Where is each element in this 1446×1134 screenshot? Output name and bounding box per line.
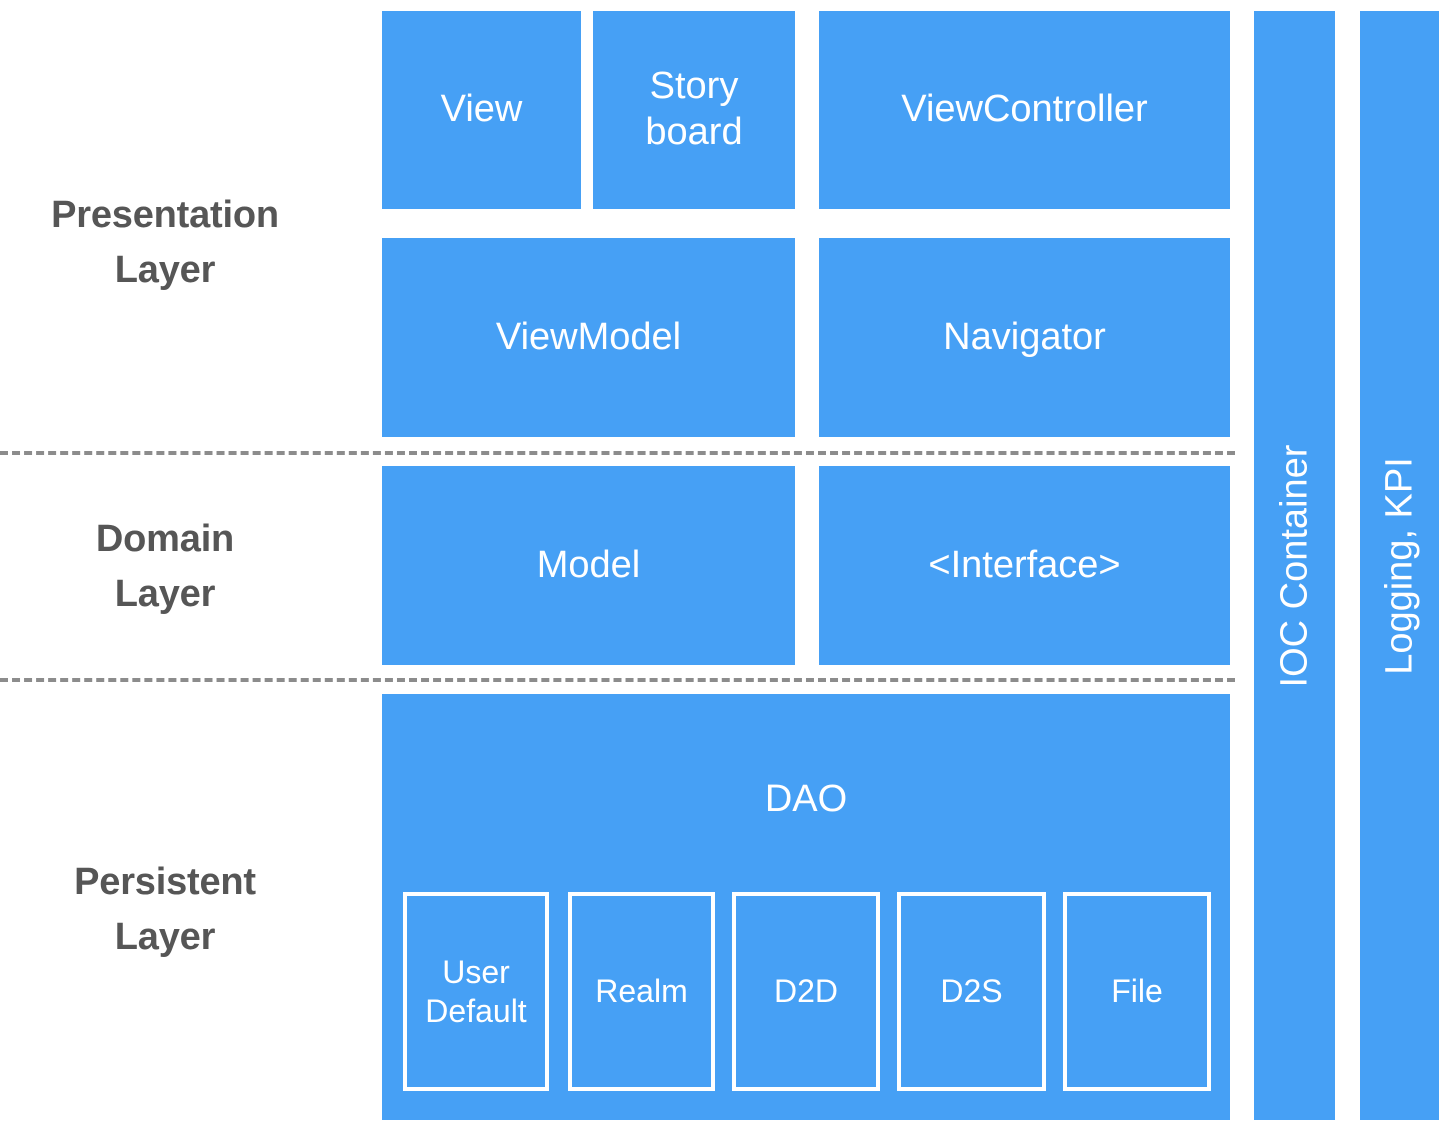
store-d2d[interactable]: D2D: [732, 892, 880, 1091]
component-model[interactable]: Model: [382, 466, 795, 665]
cross-cutting-ioc-container-label: IOC Container: [1273, 444, 1315, 687]
store-d2s[interactable]: D2S: [897, 892, 1046, 1091]
dao-title: DAO: [764, 778, 848, 820]
store-file[interactable]: File: [1063, 892, 1211, 1091]
cross-cutting-logging-kpi-label: Logging, KPI: [1378, 456, 1420, 675]
component-storyboard[interactable]: Story board: [593, 11, 795, 209]
divider-domain-persistent: [0, 678, 1235, 682]
component-navigator[interactable]: Navigator: [819, 238, 1230, 437]
store-user-default[interactable]: User Default: [403, 892, 549, 1091]
divider-presentation-domain: [0, 451, 1235, 455]
cross-cutting-ioc-container[interactable]: IOC Container: [1254, 11, 1335, 1120]
cross-cutting-logging-kpi[interactable]: Logging, KPI: [1360, 11, 1439, 1120]
component-view[interactable]: View: [382, 11, 581, 209]
component-interface[interactable]: <Interface>: [819, 466, 1230, 665]
layer-label-persistent: Persistent Layer: [74, 861, 256, 959]
store-realm[interactable]: Realm: [568, 892, 715, 1091]
component-dao[interactable]: DAO User Default Realm D2D D2S File: [382, 694, 1230, 1120]
layer-label-presentation: Presentation Layer: [51, 194, 279, 292]
component-viewcontroller[interactable]: ViewController: [819, 11, 1230, 209]
component-viewmodel[interactable]: ViewModel: [382, 238, 795, 437]
layer-label-domain: Domain Layer: [95, 518, 235, 616]
